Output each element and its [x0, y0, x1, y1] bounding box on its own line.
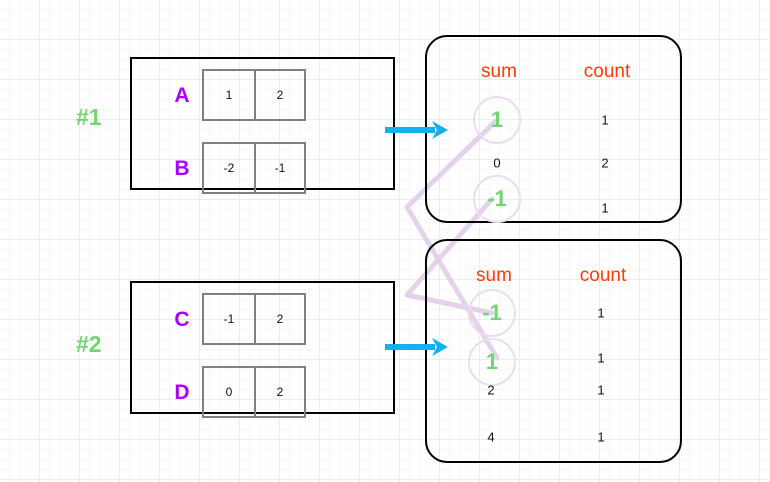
sum-value-top-0: 1 [490, 107, 504, 132]
aggregate-table-bottom: sum count [425, 239, 682, 463]
header-sum-bottom: sum [476, 265, 512, 286]
cell-C-0: -1 [223, 312, 235, 326]
cell-D-0: 0 [225, 385, 233, 399]
value-pair-B: -2 -1 [202, 142, 306, 194]
highlight-circle-top-row-0 [473, 96, 521, 144]
header-sum-top: sum [481, 61, 517, 82]
value-pair-A: 1 2 [202, 69, 306, 121]
count-value-top-1: 2 [601, 155, 609, 171]
row-key-D: D [174, 380, 190, 404]
partition-box-2: C -1 2 D 0 2 [130, 281, 395, 418]
cell-C-1: 2 [254, 295, 304, 343]
row-key-A: A [174, 83, 190, 107]
highlight-circle-top-row-2 [473, 175, 521, 223]
value-pair-D: 0 2 [202, 366, 306, 418]
count-value-bottom-0: 1 [597, 305, 605, 321]
sum-value-bottom-0: -1 [482, 300, 502, 325]
highlight-circle-bottom-row-1 [468, 338, 516, 386]
sum-value-bottom-3: 4 [487, 429, 495, 445]
header-count-bottom: count [579, 265, 627, 286]
count-value-top-2: 1 [601, 200, 609, 216]
row-key-B: B [174, 156, 190, 180]
count-value-bottom-1: 1 [597, 350, 605, 366]
sum-value-top-2: -1 [487, 186, 507, 211]
aggregate-table-top: sum count [425, 35, 682, 223]
count-value-top-0: 1 [601, 112, 609, 128]
cell-A-0: 1 [225, 88, 233, 102]
count-value-bottom-3: 1 [597, 429, 605, 445]
cell-D-1: 2 [254, 368, 304, 416]
sum-value-top-1: 0 [493, 155, 501, 171]
highlight-circle-bottom-row-0 [468, 289, 516, 337]
group-label-2: #2 [76, 331, 102, 357]
count-value-bottom-2: 1 [597, 382, 605, 398]
sum-value-bottom-1: 1 [485, 349, 499, 374]
value-pair-C: -1 2 [202, 293, 306, 345]
sum-value-bottom-2: 2 [487, 382, 495, 398]
partition-row-B: B -2 -1 [162, 142, 306, 194]
partition-row-A: A 1 2 [162, 69, 306, 121]
row-key-C: C [174, 307, 190, 331]
header-count-top: count [583, 61, 631, 82]
cell-B-0: -2 [223, 161, 235, 175]
partition-row-C: C -1 2 [162, 293, 306, 345]
group-label-1: #1 [76, 104, 102, 130]
cell-A-1: 2 [254, 71, 304, 119]
partition-row-D: D 0 2 [162, 366, 306, 418]
partition-box-1: A 1 2 B -2 -1 [130, 57, 395, 194]
cell-B-1: -1 [254, 144, 304, 192]
